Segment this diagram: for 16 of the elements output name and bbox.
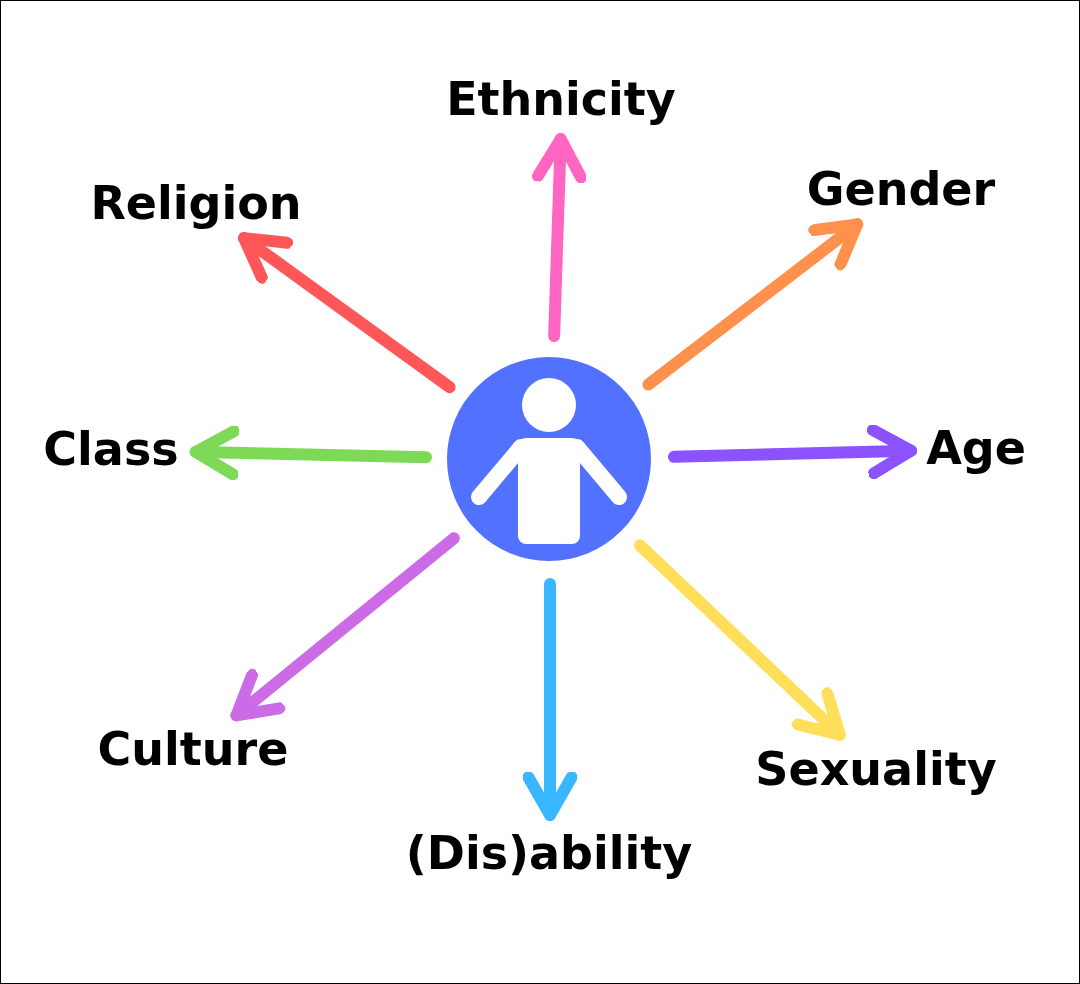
category-label: Gender bbox=[802, 162, 1000, 216]
category-label: Sexuality bbox=[751, 742, 1001, 796]
category-label: Ethnicity bbox=[442, 72, 680, 126]
arrow bbox=[237, 232, 456, 394]
category-label: (Dis)ability bbox=[401, 826, 697, 880]
category-label: Culture bbox=[93, 722, 293, 776]
arrow bbox=[189, 425, 433, 481]
category-label: Class bbox=[39, 422, 183, 476]
arrow bbox=[667, 424, 918, 480]
arrow bbox=[230, 532, 460, 722]
arrow bbox=[642, 218, 864, 391]
category-label: Religion bbox=[86, 176, 306, 230]
arrow bbox=[634, 539, 846, 741]
arrow bbox=[522, 578, 578, 821]
arrow bbox=[531, 133, 587, 343]
category-label: Age bbox=[922, 421, 1030, 475]
